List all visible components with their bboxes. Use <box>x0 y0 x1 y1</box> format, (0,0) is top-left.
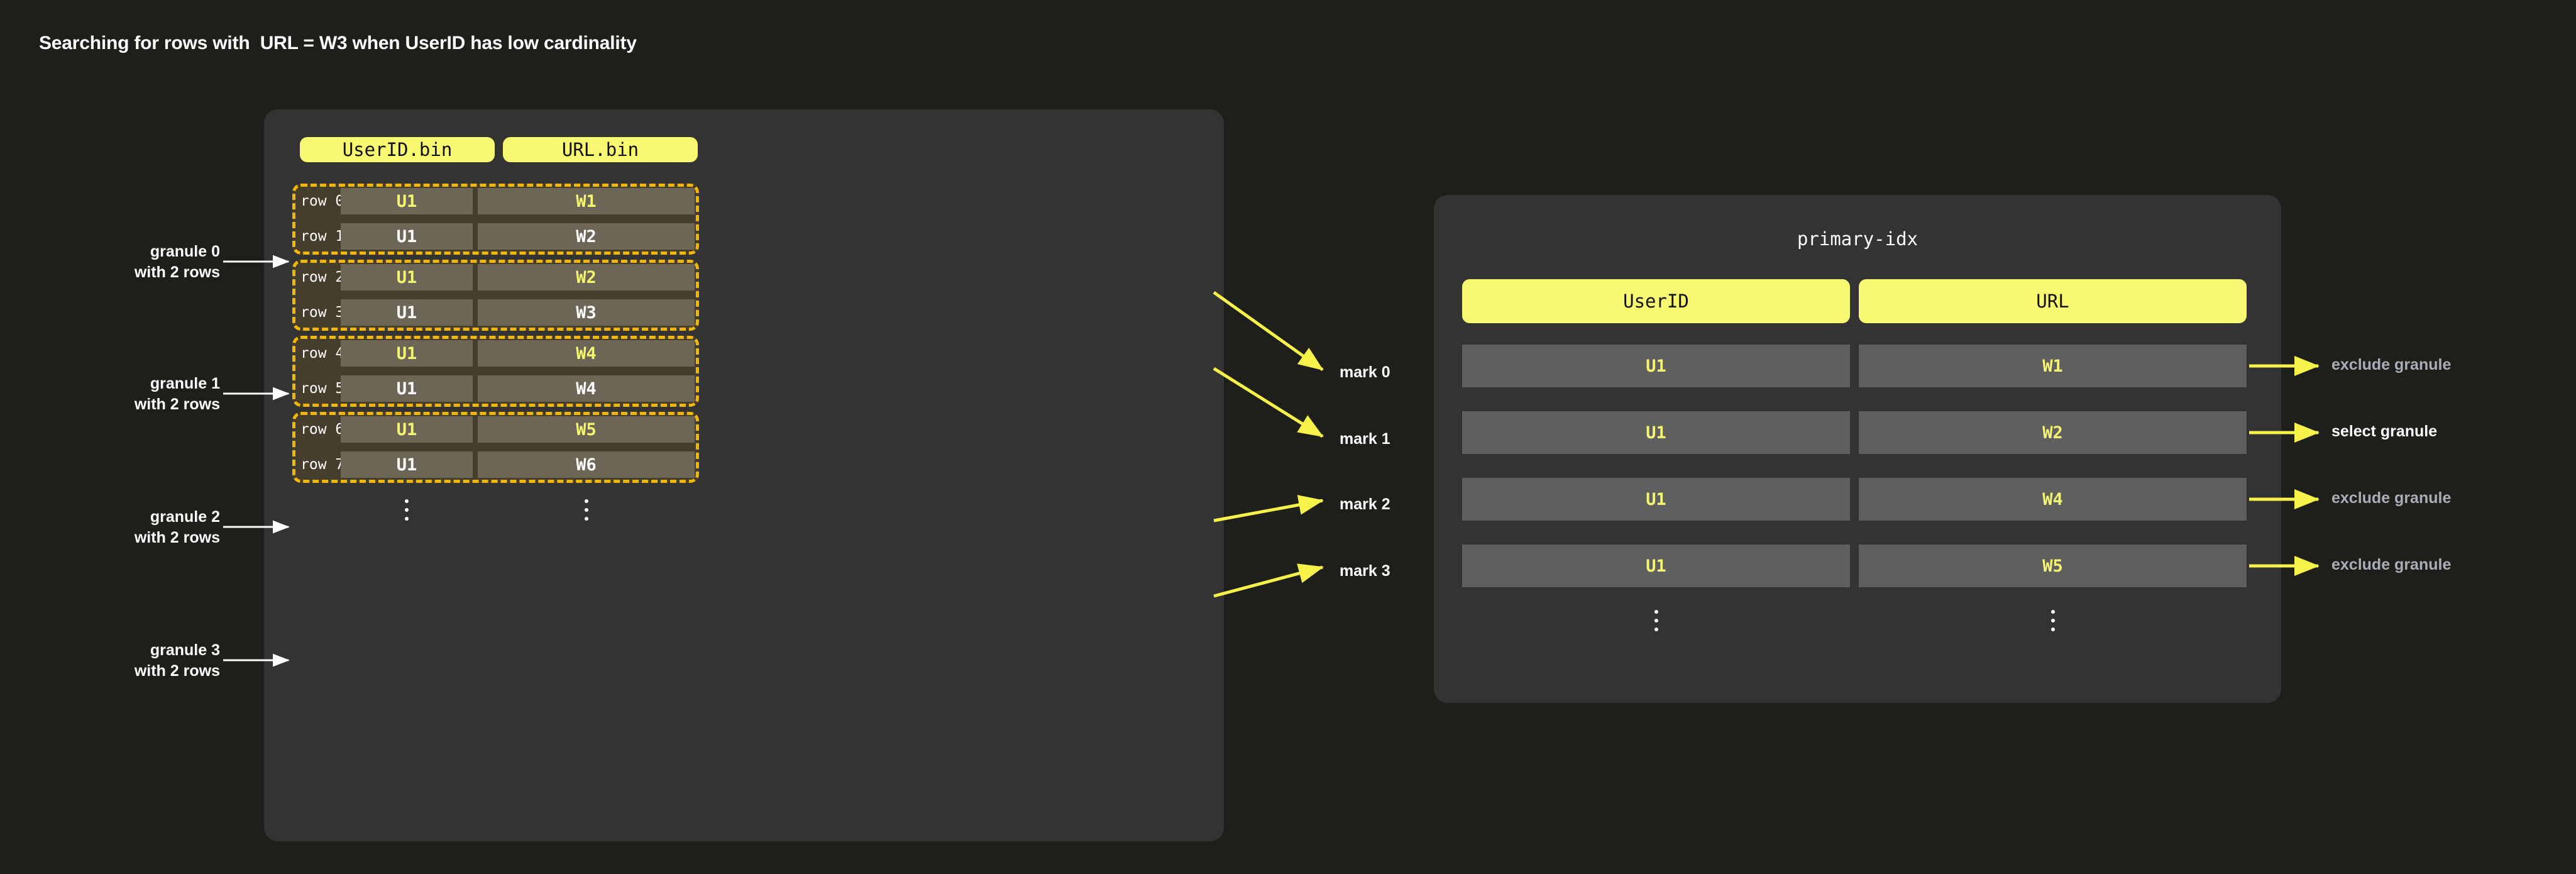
cell-url-row-1: W2 <box>478 223 695 250</box>
granule-note-0: granule 0 with 2 rows <box>134 243 220 281</box>
cell-url-row-5: W4 <box>478 375 695 402</box>
ellipsis-index-userid-column <box>1654 610 1659 631</box>
index-cell-url-2: W4 <box>1859 478 2247 521</box>
index-cell-userid-2: U1 <box>1462 478 1850 521</box>
index-cell-userid-3: U1 <box>1462 545 1850 587</box>
column-header-userid-bin[interactable]: UserID.bin <box>300 137 495 162</box>
index-cell-userid-0: U1 <box>1462 345 1850 387</box>
granule-note-2: granule 2 with 2 rows <box>134 508 220 546</box>
granule-note-3: granule 3 with 2 rows <box>134 641 220 680</box>
cell-userid-row-0: U1 <box>341 188 473 214</box>
parts-panel: UserID.bin URL.bin row 0 U1 W1 row 1 U1 … <box>264 109 1224 841</box>
cell-url-row-2: W2 <box>478 264 695 290</box>
row-label-5: row 5 <box>300 380 344 397</box>
ellipsis-userid-column <box>404 499 409 521</box>
verdict-label-3: exclude granule <box>2331 556 2452 573</box>
mark-label-3: mark 3 <box>1340 562 1390 580</box>
row-label-4: row 4 <box>300 345 344 362</box>
ellipsis-url-column <box>584 499 589 521</box>
cell-userid-row-2: U1 <box>341 264 473 290</box>
mark-label-1: mark 1 <box>1340 430 1390 448</box>
column-header-url-bin[interactable]: URL.bin <box>503 137 698 162</box>
row-label-1: row 1 <box>300 228 344 245</box>
index-cell-url-1: W2 <box>1859 411 2247 454</box>
index-cell-url-3: W5 <box>1859 545 2247 587</box>
cell-url-row-7: W6 <box>478 451 695 478</box>
primary-index-panel: primary-idx UserID URL U1 W1 U1 W2 U1 W4… <box>1434 195 2281 703</box>
row-label-6: row 6 <box>300 421 344 438</box>
mark-connector-arrows <box>1213 290 1324 598</box>
cell-url-row-0: W1 <box>478 188 695 214</box>
granule-note-1: granule 1 with 2 rows <box>134 375 220 413</box>
ellipsis-index-url-column <box>2050 610 2056 631</box>
cell-userid-row-5: U1 <box>341 375 473 402</box>
verdict-label-0: exclude granule <box>2331 356 2452 373</box>
mark-label-0: mark 0 <box>1340 363 1390 381</box>
index-cell-url-0: W1 <box>1859 345 2247 387</box>
row-label-2: row 2 <box>300 269 344 285</box>
mark-label-2: mark 2 <box>1340 495 1390 513</box>
index-column-header-userid[interactable]: UserID <box>1462 279 1850 323</box>
verdict-label-1: select granule <box>2331 423 2438 440</box>
cell-url-row-3: W3 <box>478 299 695 326</box>
index-cell-userid-1: U1 <box>1462 411 1850 454</box>
cell-userid-row-4: U1 <box>341 340 473 367</box>
cell-userid-row-1: U1 <box>341 223 473 250</box>
cell-userid-row-3: U1 <box>341 299 473 326</box>
cell-userid-row-7: U1 <box>341 451 473 478</box>
primary-index-title: primary-idx <box>1797 228 1918 250</box>
index-column-header-url[interactable]: URL <box>1859 279 2247 323</box>
row-label-0: row 0 <box>300 193 344 209</box>
cell-url-row-4: W4 <box>478 340 695 367</box>
cell-url-row-6: W5 <box>478 416 695 443</box>
cell-userid-row-6: U1 <box>341 416 473 443</box>
page-title: Searching for rows with URL = W3 when Us… <box>39 33 637 53</box>
row-label-7: row 7 <box>300 456 344 473</box>
row-label-3: row 3 <box>300 304 344 321</box>
verdict-label-2: exclude granule <box>2331 489 2452 507</box>
